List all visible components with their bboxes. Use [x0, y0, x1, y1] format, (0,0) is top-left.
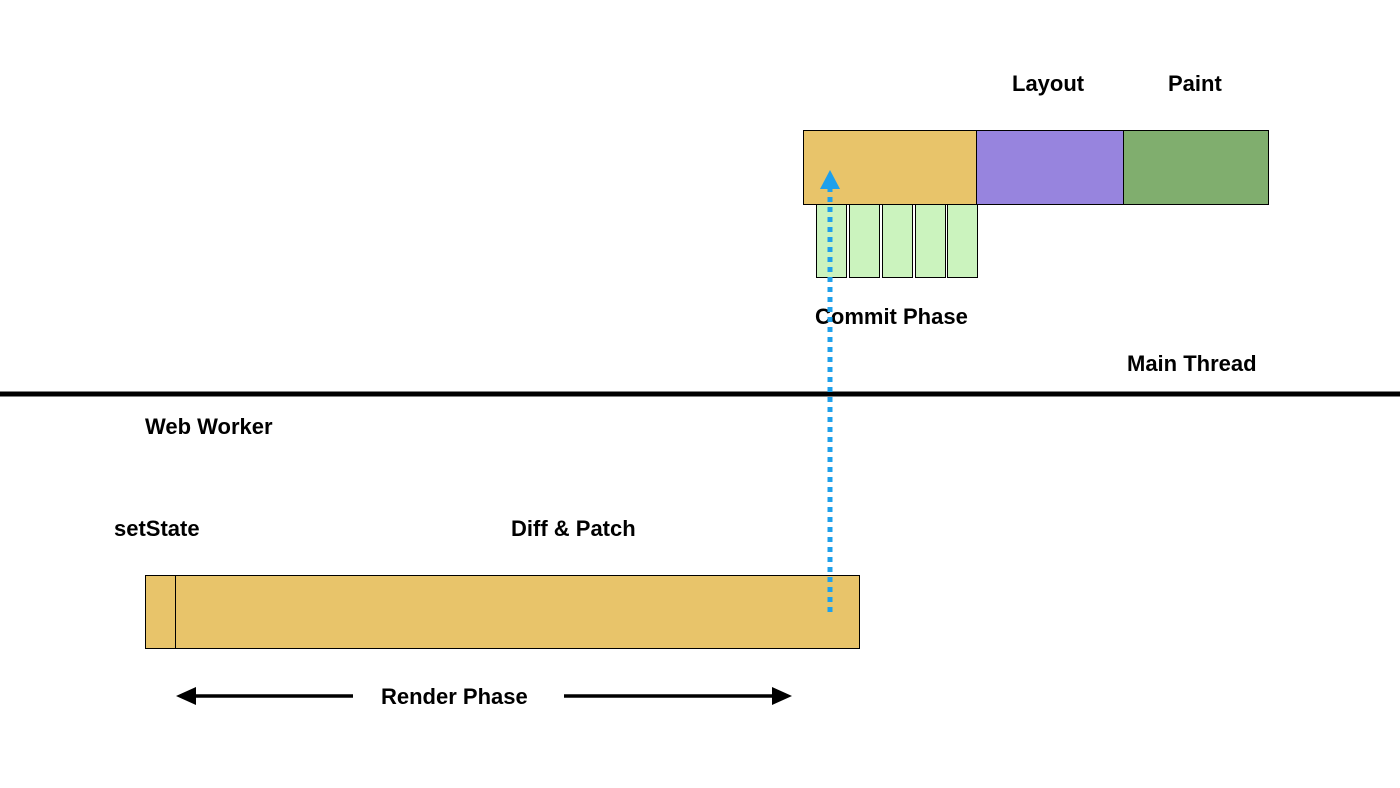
set-state-label: setState	[114, 516, 200, 541]
commit-cell-3	[882, 204, 913, 278]
render-phase-left-arrow-head	[176, 687, 196, 705]
commit-phase-label: Commit Phase	[815, 304, 968, 329]
diff-patch-block	[175, 575, 860, 649]
commit-arrow-head	[820, 170, 840, 189]
paint-block	[1123, 130, 1269, 205]
layout-label: Layout	[1012, 71, 1085, 96]
paint-label: Paint	[1168, 71, 1222, 96]
commit-cell-2	[849, 204, 880, 278]
commit-block	[803, 130, 977, 205]
layout-block	[976, 130, 1124, 205]
main-thread-label: Main Thread	[1127, 351, 1257, 376]
commit-cell-4	[915, 204, 946, 278]
render-phase-right-arrow-head	[772, 687, 792, 705]
web-worker-label: Web Worker	[145, 414, 273, 439]
diff-patch-label: Diff & Patch	[511, 516, 636, 541]
render-phase-label: Render Phase	[381, 684, 528, 709]
set-state-block	[145, 575, 176, 649]
commit-cell-5	[947, 204, 978, 278]
